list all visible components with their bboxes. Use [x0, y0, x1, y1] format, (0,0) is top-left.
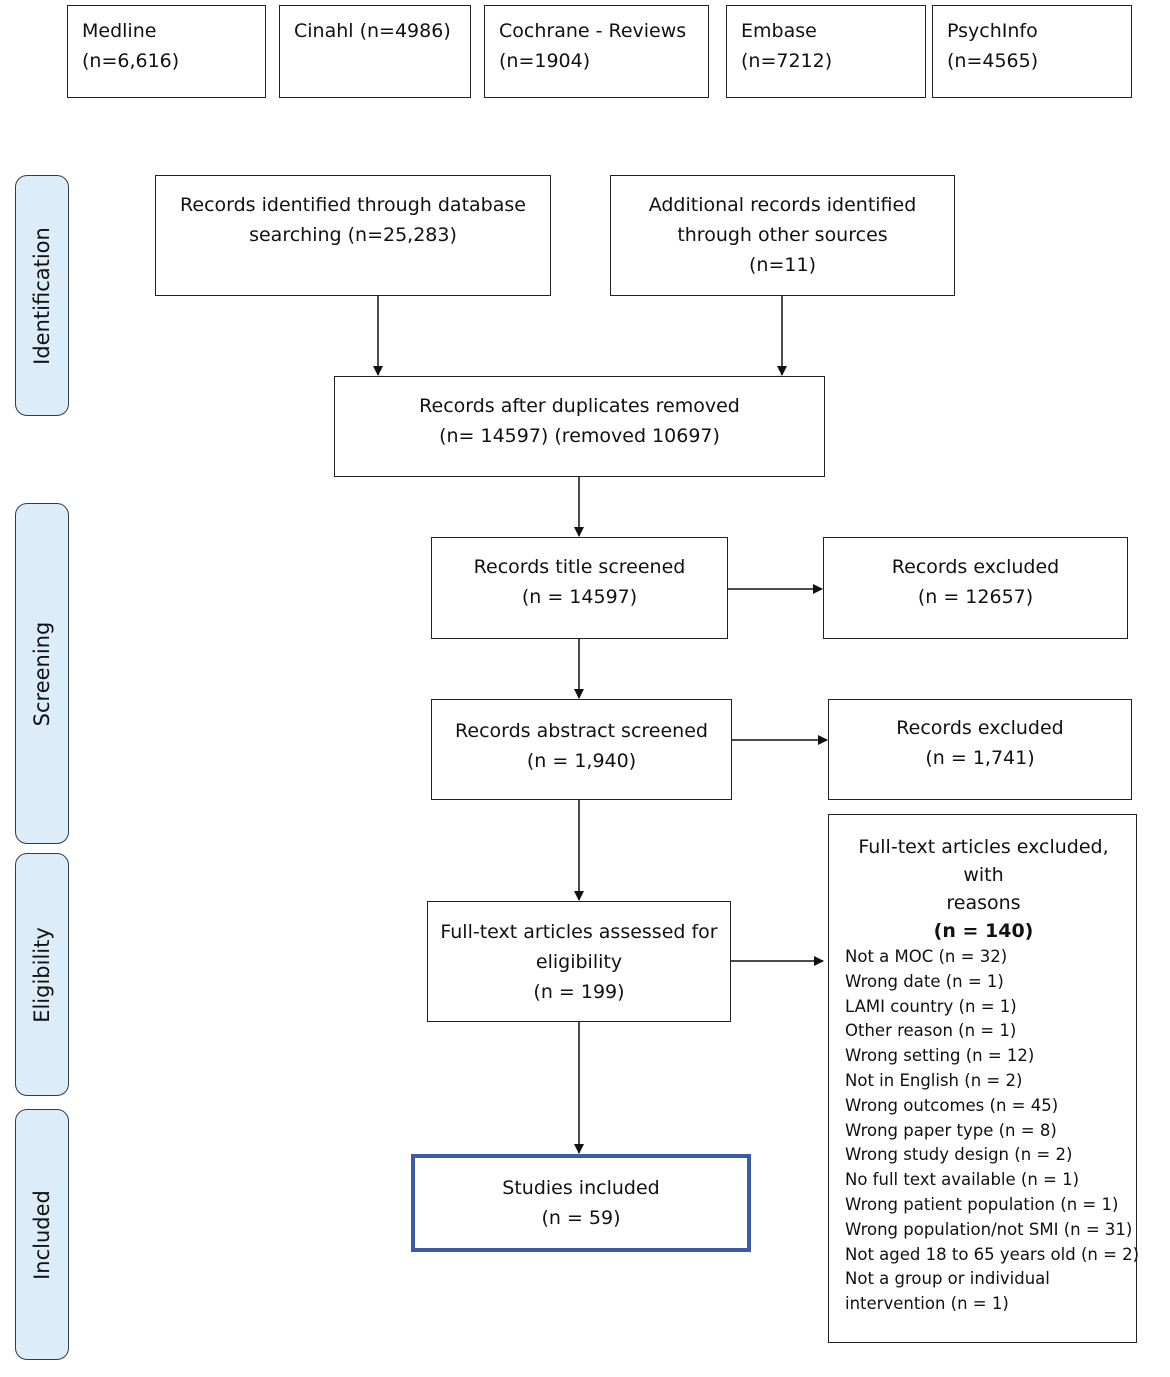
reason-item: Wrong date (n = 1)	[845, 971, 1004, 991]
phase-label: Screening	[30, 621, 54, 726]
box-line: (n = 1,940)	[526, 750, 637, 772]
reason-item: Wrong study design (n = 2)	[845, 1145, 1073, 1165]
phase-label: Included	[30, 1189, 54, 1280]
box-line: (n = 14597)	[521, 586, 638, 608]
box-line: Full-text articles assessed for	[440, 921, 718, 943]
box-line: Records excluded	[896, 717, 1064, 739]
box-line: (n = 199)	[533, 981, 625, 1003]
database-count: (n=4565)	[947, 50, 1039, 72]
reason-item: Wrong setting (n = 12)	[845, 1046, 1035, 1066]
abstract-screened-box: Records abstract screened (n = 1,940)	[431, 699, 732, 800]
box-line: Additional records identified	[648, 194, 917, 216]
database-name: PsychInfo	[947, 20, 1038, 42]
box-line: Studies included	[502, 1177, 660, 1199]
reason-item: LAMI country (n = 1)	[845, 996, 1017, 1016]
reasons-list: Not a MOC (n = 32) Wrong date (n = 1) LA…	[845, 945, 1140, 1317]
reason-item: Not aged 18 to 65 years old (n = 2)	[845, 1244, 1140, 1264]
database-name: Medline	[82, 20, 157, 42]
reason-item: Not a MOC (n = 32)	[845, 947, 1008, 966]
box-line: Records title screened	[473, 556, 686, 578]
box-line: Records excluded	[891, 556, 1060, 578]
fulltext-excluded-box: Full-text articles excluded, with reason…	[828, 814, 1140, 1343]
reason-item: Wrong population/not SMI (n = 31)	[845, 1219, 1133, 1239]
box-line: (n= 14597) (removed 10697)	[439, 425, 720, 447]
box-line: (n=11)	[749, 254, 816, 276]
box-line: (n = 59)	[541, 1207, 621, 1229]
reason-item: intervention (n = 1)	[845, 1294, 1009, 1314]
database-count: (n=6,616)	[82, 50, 180, 72]
database-box-medline: Medline (n=6,616)	[67, 5, 266, 98]
box-line: eligibility	[535, 951, 623, 973]
database-count: (n=1904)	[499, 50, 591, 72]
database-name: Cinahl (n=4986)	[294, 20, 451, 42]
fulltext-assessed-box: Full-text articles assessed for eligibil…	[427, 901, 731, 1022]
db-search-box: Records identified through database sear…	[155, 175, 551, 296]
duplicates-removed-box: Records after duplicates removed (n= 145…	[334, 376, 825, 477]
phase-identification: Identification	[15, 175, 69, 416]
box-line: (n = 1,741)	[925, 747, 1035, 769]
title-excluded-box: Records excluded (n = 12657)	[823, 537, 1128, 639]
phase-label: Eligibility	[30, 926, 54, 1023]
reason-item: Wrong patient population (n = 1)	[845, 1194, 1119, 1214]
phase-included: Included	[15, 1109, 69, 1360]
database-name: Embase	[741, 20, 817, 42]
box-line: through other sources	[677, 224, 888, 246]
database-name: Cochrane - Reviews	[499, 20, 687, 42]
reason-item: No full text available (n = 1)	[845, 1170, 1080, 1190]
phase-screening: Screening	[15, 503, 69, 844]
reasons-count: (n = 140)	[933, 920, 1034, 942]
database-box-cochrane: Cochrane - Reviews (n=1904)	[484, 5, 709, 98]
title-screened-box: Records title screened (n = 14597)	[431, 537, 728, 639]
box-line: Records identified through database	[180, 194, 526, 216]
reasons-title: Full-text articles excluded, with	[858, 836, 1109, 886]
reason-item: Other reason (n = 1)	[845, 1021, 1017, 1041]
reason-item: Not a group or individual	[845, 1269, 1050, 1289]
reason-item: Wrong paper type (n = 8)	[845, 1120, 1057, 1140]
reasons-title: reasons	[946, 892, 1021, 914]
phase-label: Identification	[30, 226, 54, 365]
database-box-cinahl: Cinahl (n=4986)	[279, 5, 471, 98]
abstract-excluded-box: Records excluded (n = 1,741)	[828, 699, 1132, 800]
reason-item: Wrong outcomes (n = 45)	[845, 1095, 1059, 1115]
other-sources-box: Additional records identified through ot…	[610, 175, 955, 296]
database-count: (n=7212)	[741, 50, 833, 72]
database-box-psychinfo: PsychInfo (n=4565)	[932, 5, 1132, 98]
box-line: Records after duplicates removed	[419, 395, 740, 417]
box-line: searching (n=25,283)	[249, 224, 457, 246]
box-line: (n = 12657)	[917, 586, 1034, 608]
database-box-embase: Embase (n=7212)	[726, 5, 926, 98]
box-line: Records abstract screened	[455, 720, 708, 742]
phase-eligibility: Eligibility	[15, 853, 69, 1096]
reason-item: Not in English (n = 2)	[845, 1070, 1023, 1090]
studies-included-box: Studies included (n = 59)	[411, 1154, 751, 1252]
